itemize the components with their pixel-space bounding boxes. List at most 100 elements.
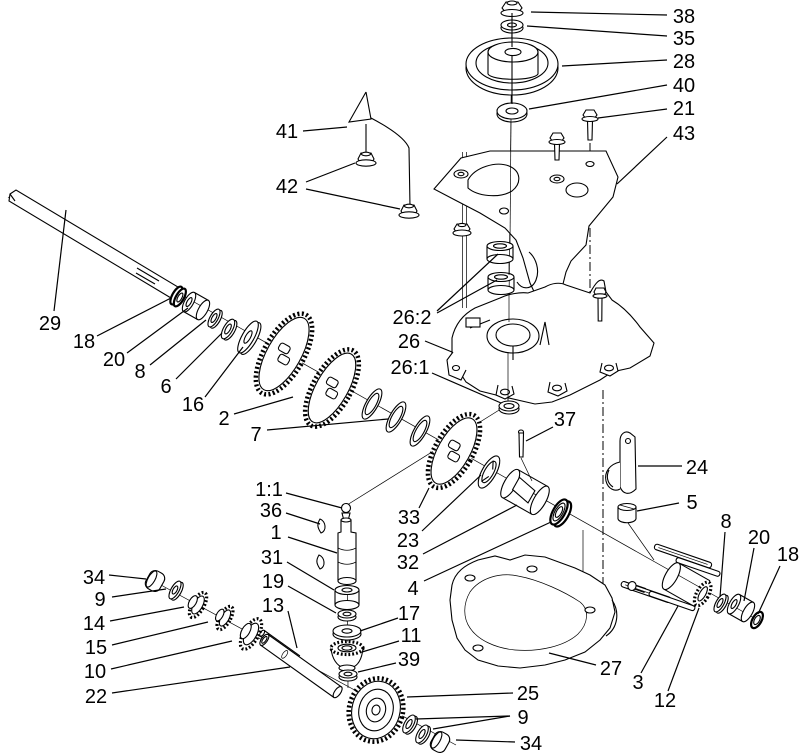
leader-line-35 [526, 25, 668, 37]
callout-21: 21 [673, 98, 695, 120]
leader-line-12 [667, 607, 700, 692]
leader-line-2 [233, 396, 294, 415]
callout-39: 39 [398, 649, 420, 671]
leader-line-36 [285, 512, 321, 525]
leader-line-23 [421, 474, 482, 532]
part-nut-42a [355, 151, 377, 167]
part-washer-9-left [168, 580, 184, 601]
callout-32: 32 [397, 552, 419, 574]
callout-22: 22 [85, 686, 107, 708]
leader-line-13 [287, 610, 298, 649]
callout-layer: 383528402143414229182086162726:22626:137… [39, 6, 799, 755]
part-stud-line [507, 13, 513, 401]
part-long-shaft [8, 189, 179, 299]
leader-line-37 [525, 426, 554, 442]
callout-37: 37 [554, 409, 576, 431]
callout-33: 33 [398, 507, 420, 529]
callout-23: 23 [397, 530, 419, 552]
part-washer-39 [338, 669, 358, 682]
part-ring-7b [385, 401, 407, 433]
leader-line-15 [111, 621, 209, 646]
part-washer-6 [220, 318, 238, 341]
part-gear-14 [187, 590, 209, 620]
part-spacer-20 [181, 291, 211, 321]
part-cap-5 [617, 502, 655, 561]
part-key-3d [648, 590, 696, 612]
callout-1: 1 [270, 522, 281, 544]
callout-36: 36 [260, 500, 282, 522]
callout-8-left: 8 [134, 361, 145, 383]
callout-14: 14 [83, 613, 105, 635]
part-spacer-31 [334, 584, 360, 611]
part-key-3b [675, 557, 721, 577]
callout-1:1: 1:1 [255, 479, 283, 501]
leader-line-21 [597, 108, 668, 119]
leader-line-34-bottom [455, 739, 516, 743]
callout-10: 10 [84, 661, 106, 683]
leader-line-1 [287, 536, 338, 554]
leader-line-41 [302, 126, 348, 132]
part-ring-18-right [749, 610, 765, 630]
leader-line-26:1 [431, 372, 502, 404]
part-washer-8-right [713, 593, 729, 614]
part-key-36b [316, 554, 325, 570]
part-bolt-housing [592, 287, 608, 322]
part-bushing-34-left [144, 569, 166, 593]
callout-28: 28 [673, 51, 695, 73]
leader-line-14 [109, 606, 185, 622]
part-upper-housing [446, 279, 655, 405]
leader-line-19 [287, 585, 337, 614]
leader-line-4 [423, 521, 552, 582]
part-shift-rod [347, 91, 411, 208]
leader-line-38 [530, 11, 668, 16]
callout-6: 6 [160, 376, 171, 398]
part-bushing-20-right [726, 593, 756, 623]
part-gear-33 [425, 411, 483, 491]
callout-41: 41 [276, 121, 298, 143]
leader-line-5 [636, 502, 680, 512]
part-nut-42b [398, 203, 420, 219]
callout-19: 19 [262, 571, 284, 593]
callout-17: 17 [398, 603, 420, 625]
part-washer-16 [237, 320, 262, 355]
part-seal-26-1 [498, 400, 520, 415]
part-washer-9-bottom-a [402, 714, 419, 735]
callout-16: 16 [182, 394, 204, 416]
part-bushing-26-2b [487, 271, 515, 296]
part-bolt-21a [581, 109, 599, 141]
callout-5: 5 [686, 492, 697, 514]
leader-line-20-left [126, 307, 189, 354]
callout-34-bottom: 34 [520, 733, 542, 755]
leader-line-27 [548, 652, 597, 666]
leader-line-7 [266, 418, 389, 431]
callout-8-right: 8 [720, 511, 731, 533]
callout-9-bottom: 9 [517, 707, 528, 729]
part-bushing-34-bottom [429, 730, 451, 754]
callout-18-right: 18 [777, 544, 799, 566]
parts-layer [8, 0, 765, 754]
leader-line-26:2 [436, 253, 499, 312]
leader-line-6 [175, 332, 223, 380]
part-bearing-18 [169, 285, 188, 308]
callout-38: 38 [673, 6, 695, 28]
leader-line-26 [424, 340, 453, 353]
leader-line-8-right [719, 531, 726, 598]
callout-24: 24 [686, 457, 708, 479]
callout-26: 26 [398, 331, 420, 353]
part-drum-32 [500, 468, 550, 516]
leader-line-29 [53, 209, 67, 312]
part-pin-37 [517, 429, 533, 482]
leader-line-18-left [96, 297, 172, 337]
part-axle-tube-22 [259, 633, 343, 699]
leader-line-9-left [111, 588, 167, 598]
leader-line-3 [640, 605, 679, 674]
part-gear-2b [302, 347, 362, 429]
part-bevel-gear-11 [329, 639, 365, 672]
leader-line-9-bottom [432, 715, 511, 730]
leader-line-18-right [757, 565, 781, 615]
part-nut-plate [452, 222, 472, 237]
leader-line-43 [616, 136, 668, 185]
callout-43: 43 [673, 123, 695, 145]
